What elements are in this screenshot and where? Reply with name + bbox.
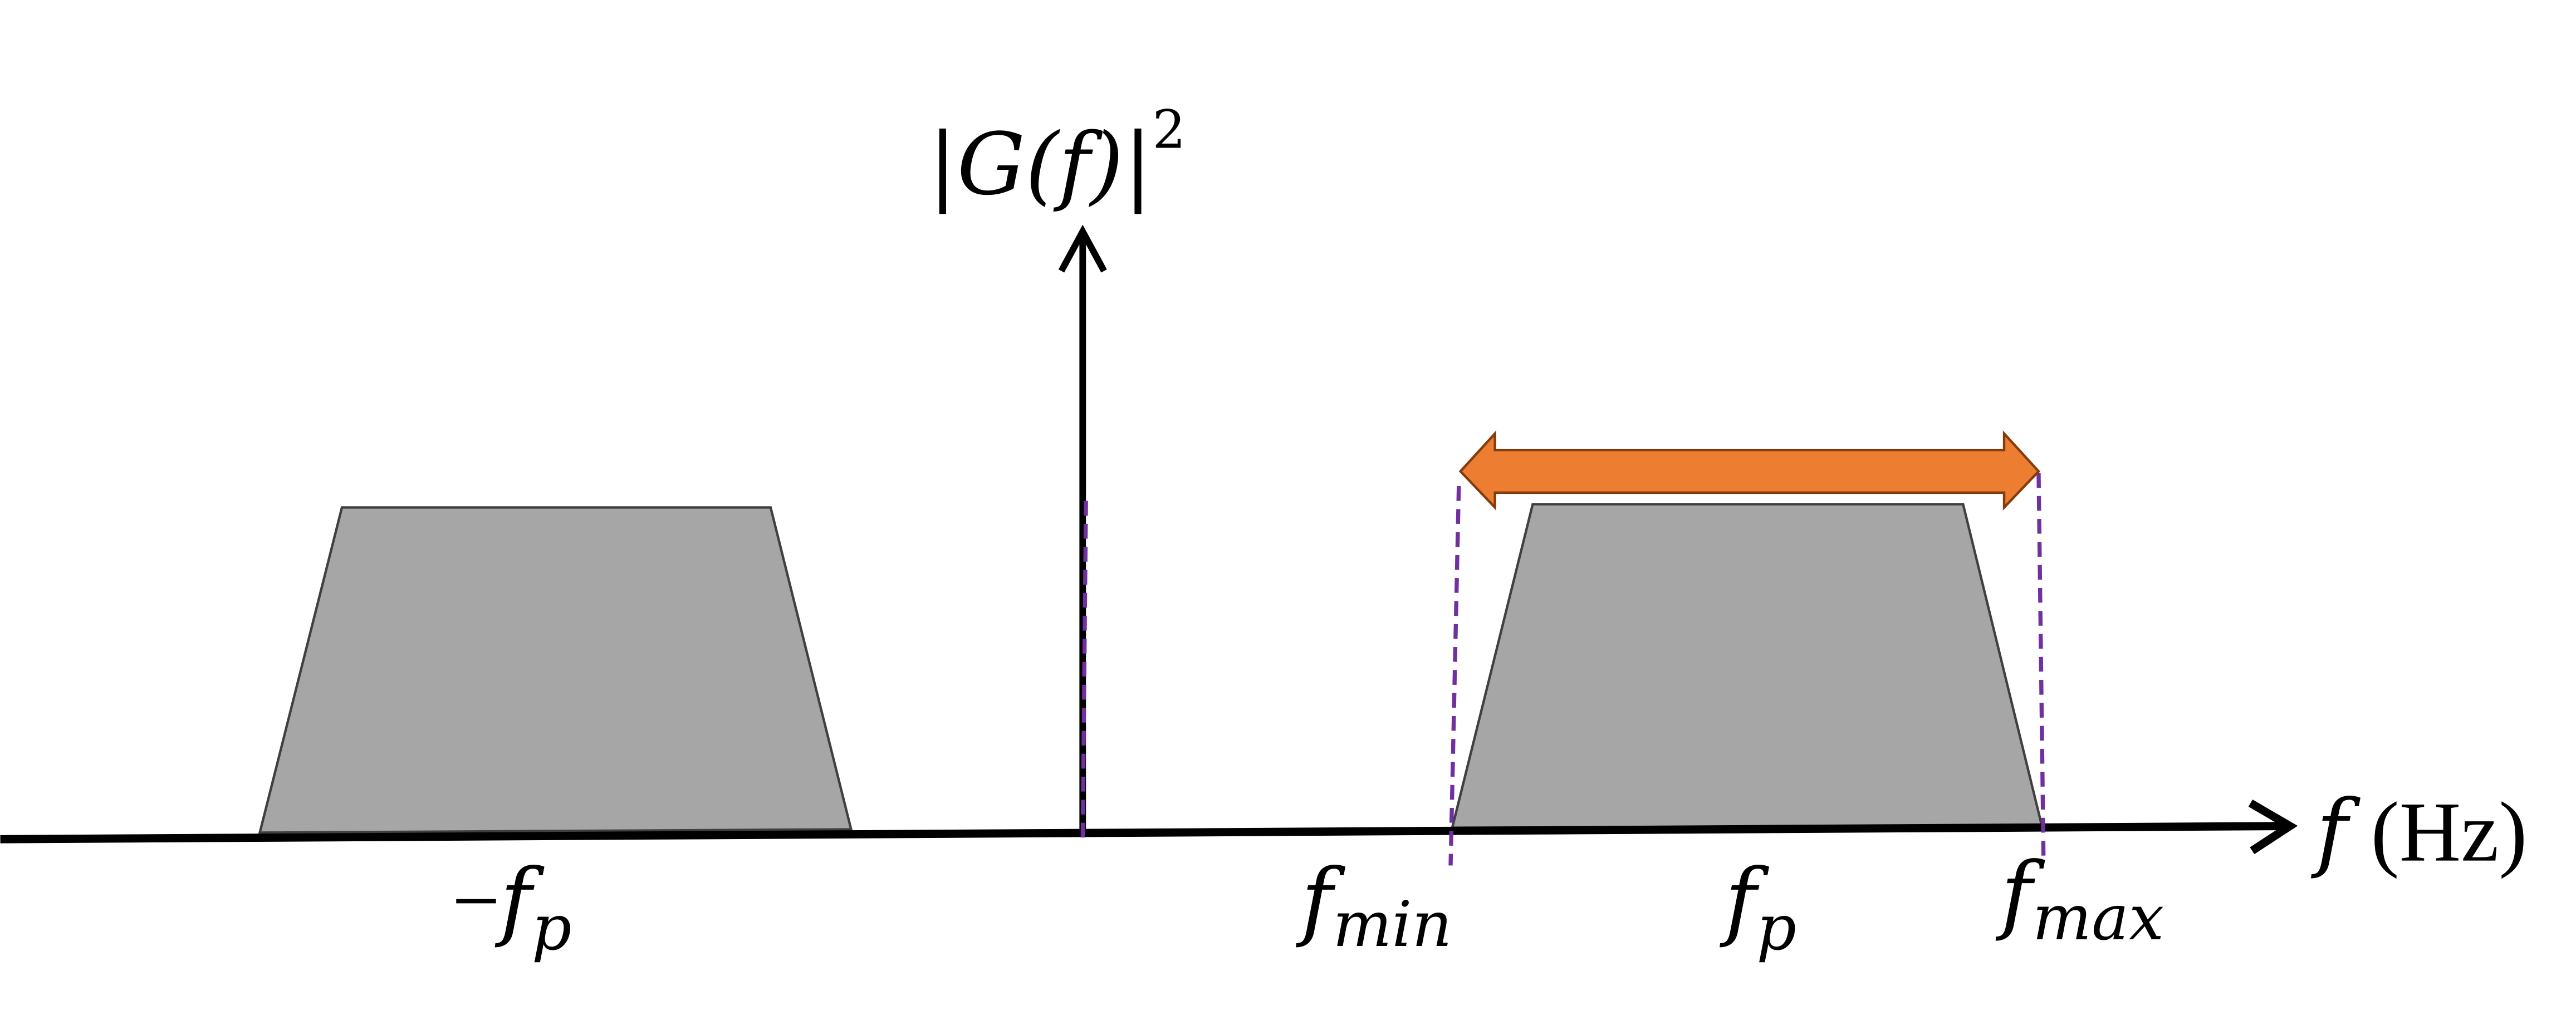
y-axis-arrowhead [1058, 224, 1107, 273]
dashed-marker-fmax [2036, 473, 2046, 861]
bandwidth-double-arrow [1458, 430, 2040, 511]
x-axis [0, 822, 2289, 844]
label-fmax: fmax [1995, 845, 2164, 954]
dashed-marker-zero [1080, 501, 1088, 841]
negative-band-spectrum [258, 506, 853, 834]
label-negative-fp: −fp [452, 851, 572, 964]
label-fmin: fmin [1296, 851, 1452, 960]
y-axis-label: |G(f)|2 [928, 99, 1186, 214]
label-fp: fp [1720, 851, 1797, 964]
x-axis-arrowhead [2248, 799, 2298, 855]
x-axis-label: f(Hz) [2310, 782, 2527, 881]
positive-band-spectrum [1451, 503, 2044, 829]
dashed-marker-fmin [1448, 486, 1461, 866]
